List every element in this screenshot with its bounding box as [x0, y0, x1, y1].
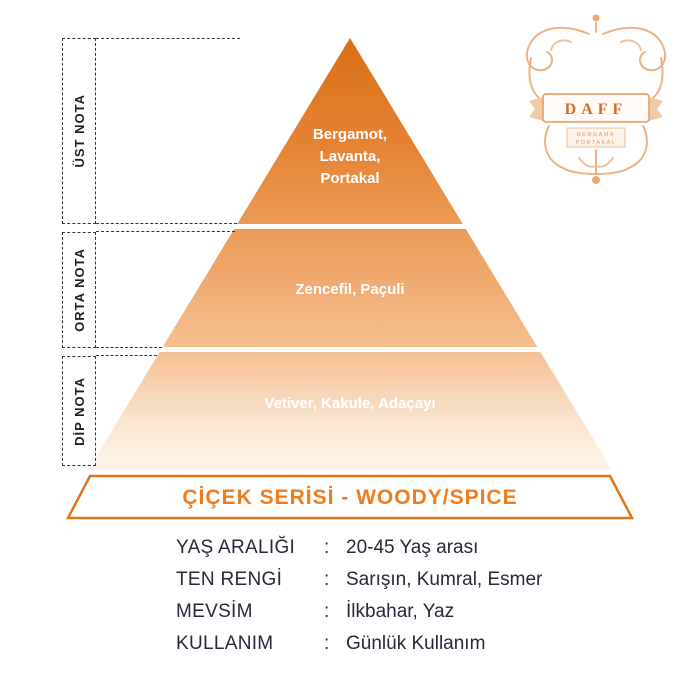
note-pyramid: Bergamot, Lavanta, Portakal Zencefil, Pa…	[88, 38, 612, 470]
logo-subtitle-plate	[566, 127, 626, 148]
product-details-list: YAŞ ARALIĞI : 20-45 Yaş arası TEN RENGİ …	[176, 537, 596, 665]
detail-separator: :	[324, 633, 330, 654]
side-label-ust-nota: ÜST NOTA	[71, 94, 87, 168]
logo-crest-icon	[592, 14, 600, 22]
logo-subtitle-line1: BERGAMA	[577, 132, 615, 138]
detail-row-age: YAŞ ARALIĞI : 20-45 Yaş arası	[176, 537, 596, 558]
detail-value: 20-45 Yaş arası	[346, 537, 479, 558]
series-banner-shape	[65, 474, 635, 520]
detail-separator: :	[324, 601, 330, 622]
dashed-connector-boundary1-lower	[96, 231, 235, 232]
detail-value: Sarışın, Kumral, Esmer	[346, 569, 543, 590]
detail-row-season: MEVSİM : İlkbahar, Yaz	[176, 601, 596, 622]
logo-brand-text: DAFF	[565, 101, 628, 118]
detail-label: KULLANIM	[176, 633, 274, 654]
top-notes-text: Bergamot, Lavanta, Portakal	[312, 126, 388, 187]
detail-label: MEVSİM	[176, 601, 253, 622]
dashed-connector-top	[96, 38, 240, 39]
detail-separator: :	[324, 569, 330, 590]
detail-label: TEN RENGİ	[176, 569, 283, 590]
series-banner-title: ÇİÇEK SERİSİ - WOODY/SPICE	[182, 486, 518, 509]
dashed-connector-boundary1-upper	[96, 223, 237, 224]
pyramid-bottom-section	[88, 352, 612, 470]
detail-value: Günlük Kullanım	[346, 633, 486, 654]
side-label-orta-nota: ORTA NOTA	[71, 248, 87, 332]
detail-label: YAŞ ARALIĞI	[176, 537, 296, 558]
base-notes-text: Vetiver, Kakule, Adaçayı	[264, 395, 436, 412]
detail-separator: :	[324, 537, 330, 558]
logo-ribbon-banner	[542, 93, 650, 123]
side-label-dip-nota: DİP NOTA	[71, 376, 87, 446]
logo-drop-icon	[592, 176, 600, 184]
pyramid-middle-section	[162, 228, 538, 348]
middle-notes-text: Zencefil, Paçuli	[295, 281, 405, 298]
dashed-connector-boundary2-upper	[96, 347, 162, 348]
side-label-box-orta-nota: ORTA NOTA	[62, 232, 96, 348]
logo-subtitle-line2: PORTAKAL	[576, 140, 617, 146]
daff-logo: DAFF BERGAMA PORTAKAL	[525, 14, 667, 184]
logo-flourishes	[525, 22, 667, 175]
side-label-box-dip-nota: DİP NOTA	[62, 356, 96, 466]
dashed-connector-boundary2-lower	[96, 355, 157, 356]
side-label-box-ust-nota: ÜST NOTA	[62, 38, 96, 224]
detail-row-usage: KULLANIM : Günlük Kullanım	[176, 633, 596, 654]
detail-row-skin-tone: TEN RENGİ : Sarışın, Kumral, Esmer	[176, 569, 596, 590]
detail-value: İlkbahar, Yaz	[346, 601, 455, 622]
